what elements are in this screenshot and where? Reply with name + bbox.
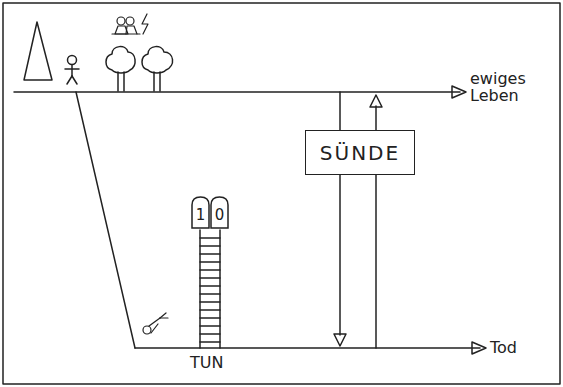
outcome-label: ewiges Leben xyxy=(470,70,532,104)
action-label: TUN xyxy=(190,354,240,371)
tablet-digit: 1 xyxy=(196,207,206,224)
triangle-symbol xyxy=(24,22,52,80)
arrow-head xyxy=(334,334,346,346)
down-line xyxy=(339,175,341,335)
lightning-symbol xyxy=(142,14,148,34)
death-line xyxy=(135,347,480,349)
frame xyxy=(3,3,560,384)
down-line xyxy=(339,92,341,130)
tree-symbol xyxy=(142,47,173,91)
ladder-symbol xyxy=(200,230,220,348)
up-line xyxy=(375,106,377,130)
couple-symbol xyxy=(112,14,148,34)
tablet-outline xyxy=(211,197,228,228)
sin-box: SÜNDE xyxy=(305,130,415,175)
tablet-shape: 0 xyxy=(210,196,229,229)
outcome-label: Tod xyxy=(490,339,540,356)
up-line xyxy=(375,175,377,348)
fallen-figure xyxy=(143,313,168,334)
tablet-shape: 1 xyxy=(191,196,210,229)
arrow-head xyxy=(472,342,486,354)
arrow-head xyxy=(370,95,382,107)
tablet-digit: 0 xyxy=(215,207,225,224)
tree-symbol xyxy=(106,47,135,91)
stick-figure xyxy=(65,56,79,85)
arrow-head xyxy=(452,86,466,98)
box-text: SÜNDE xyxy=(320,142,400,164)
life-line xyxy=(14,91,460,93)
fall-line xyxy=(76,92,135,348)
tablet-outline xyxy=(192,197,209,228)
